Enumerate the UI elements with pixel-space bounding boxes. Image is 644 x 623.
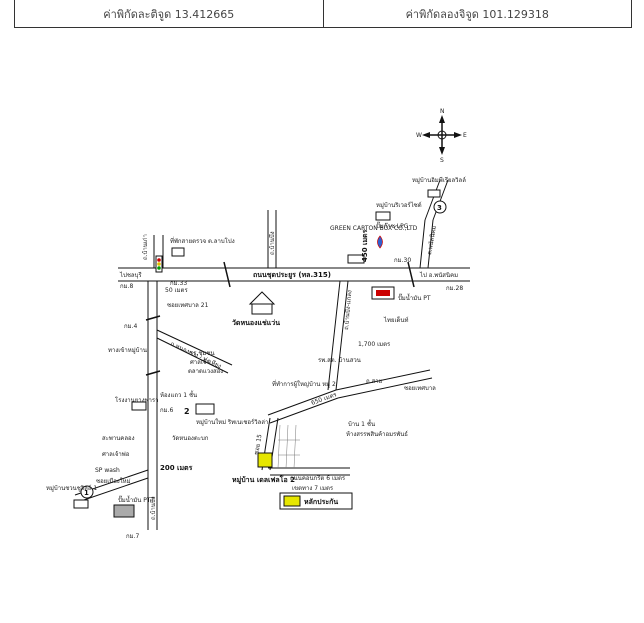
temple-small-label: ศาลเจ้า <box>190 359 210 366</box>
km6-label: กม.6 <box>160 407 173 414</box>
temple-main-label: วัดหนองแช่แว่น <box>232 319 280 327</box>
dist-650-label: 650 เมตร <box>310 391 338 407</box>
km7-label: กม.7 <box>126 533 139 540</box>
road-v2-label: ถ.บ้านบึง-แกลง <box>343 290 353 330</box>
compass-w: W <box>416 132 422 139</box>
road-vertical-left-label: ถ.บ้านบึง <box>150 496 157 520</box>
main-road-label: ถนนชุดประยูร (ทล.315) <box>253 271 331 280</box>
to-chonburi-label: ไปชลบุรี <box>119 271 142 279</box>
village-1-icon <box>73 499 89 509</box>
lower-diagonal-road <box>267 369 433 424</box>
checkpoint-icon <box>171 247 185 257</box>
village-3b-label: หมู่บ้านริเวอร์ไซด์ <box>376 201 422 209</box>
school-r-label: ไทยเด็นท์ <box>383 315 409 324</box>
km28-label: กม.28 <box>446 285 463 292</box>
collateral-parcel <box>257 452 273 468</box>
house1-label: บ้าน 1 ชั้น <box>348 418 375 428</box>
soi15-label: ซอย 15 <box>253 434 264 456</box>
traffic-light-icon <box>155 255 163 273</box>
pt-station-icon <box>371 286 395 300</box>
school-label: รร.ชุมชน <box>190 350 215 357</box>
compass-s: S <box>440 157 444 164</box>
road-left-top-label: ถ.บ้านเก่า <box>142 234 149 260</box>
left-road <box>147 235 164 530</box>
house-label: โรงงานยางพารา <box>115 396 159 404</box>
km4-label: กม.4 <box>124 323 137 330</box>
marker-1: 1 <box>84 489 89 497</box>
dist-1700-label: 1,700 เมตร <box>358 341 391 348</box>
station-2-label: หมู่บ้านใหม่ ริทเนเชอร์วิลล่า <box>196 418 268 426</box>
km8-label: กม.8 <box>120 283 133 290</box>
right-road <box>419 179 449 269</box>
main-road <box>118 267 470 282</box>
village-1-label: หมู่บ้านชวนชูวิลล์ 1 <box>46 484 97 492</box>
soi21-label: ซอยเทศบาล 21 <box>167 302 209 309</box>
mid-lower-road <box>327 280 349 391</box>
road-mid-top-label: ถ.บ้านบึง <box>269 231 276 255</box>
legend-label: หลักประกัน <box>304 498 338 506</box>
checkpoint-label: ที่พักสายตรวจ ต.ลาบโปง <box>170 237 235 245</box>
latitude-label: ค่าพิกัดละติจูด 13.412665 <box>103 7 235 21</box>
lpg-icon <box>377 235 383 249</box>
coordinate-header: ค่าพิกัดละติจูด 13.412665 ค่าพิกัดลองจิจ… <box>14 0 632 28</box>
compass-icon: N S W E <box>416 108 467 164</box>
factory-green-icon <box>347 254 365 264</box>
longitude-label: ค่าพิกัดลองจิจูด 101.129318 <box>322 0 632 27</box>
sp-wash-label: SP wash <box>95 467 120 474</box>
road-break-marks <box>145 261 415 376</box>
road-right-label: ถ.พนัสนิคม <box>426 225 438 255</box>
concrete-label: ถนนคอนกรีต 6 เมตร <box>290 474 346 482</box>
factory-icon <box>131 401 147 411</box>
marker-3: 3 <box>437 204 442 212</box>
ptt-station-icon <box>113 504 135 518</box>
pottery-label: ศาลเจ้าพ่อ <box>102 451 130 458</box>
sweet-home-label: ห้องแถว 1 ชั้น <box>160 389 197 399</box>
to-phanat-label: ไป อ.พนัสนิคม <box>419 271 458 279</box>
village-road-label: ทางเข้าหมู่บ้าน <box>108 347 147 354</box>
compass-e: E <box>463 132 467 139</box>
market-label: ตลาดแวงสอง <box>188 368 223 375</box>
temple-nongtabrak-label: วัดหนองตะบก <box>172 435 209 442</box>
store-label: ห้างสรรพสินค้าอมรพันธ์ <box>346 430 408 438</box>
village-2-label: หมู่บ้าน เดลเฟลโอ 2 <box>232 475 295 485</box>
km33-label: กม.33 <box>170 280 187 287</box>
sakhon-label: สะพานคลอง <box>102 435 135 442</box>
mid-top-road <box>267 210 277 268</box>
dist-450-label: 450 เมตร <box>361 229 369 262</box>
parcel-grid <box>277 424 300 469</box>
soi-muang-label: ซอยเมืองใหม่ <box>96 477 131 485</box>
village-3-icon <box>375 189 441 221</box>
km-road-label: ถ.สาย <box>366 378 382 385</box>
hospital-label: รพ.สต. บ้านสวน <box>318 357 361 364</box>
temple-icon <box>248 291 276 315</box>
village-2-icon <box>195 403 215 415</box>
dist-50-label: 50 เมตร <box>165 287 188 294</box>
road-lower-label: ซอยเทศบาล <box>404 385 436 392</box>
width7-label: เขตทาง 7 เมตร <box>292 485 334 492</box>
marker-2: 2 <box>184 407 190 416</box>
gas-pt-label: ปั๊มน้ำมัน PT <box>398 292 431 302</box>
office-label: ที่ทำการผู้ใหญ่บ้าน หมู่ 2 <box>272 380 336 388</box>
gas-lpg-label: ปั๊มก๊าซ LPG <box>376 221 409 230</box>
km30-label: กม.30 <box>394 257 411 264</box>
dist-200-label: 200 เมตร <box>160 464 193 472</box>
soi-road <box>261 417 350 476</box>
ptt-station-label: ปั๊มน้ำมัน PTT <box>118 494 154 504</box>
legend: หลักประกัน <box>279 492 353 510</box>
green-carton-label: GREEN CARTON BOX CO.,LTD <box>330 225 418 232</box>
village-3a-label: หมู่บ้านอิมพีเรียลวิลล์ <box>412 176 466 184</box>
compass-n: N <box>440 108 445 115</box>
